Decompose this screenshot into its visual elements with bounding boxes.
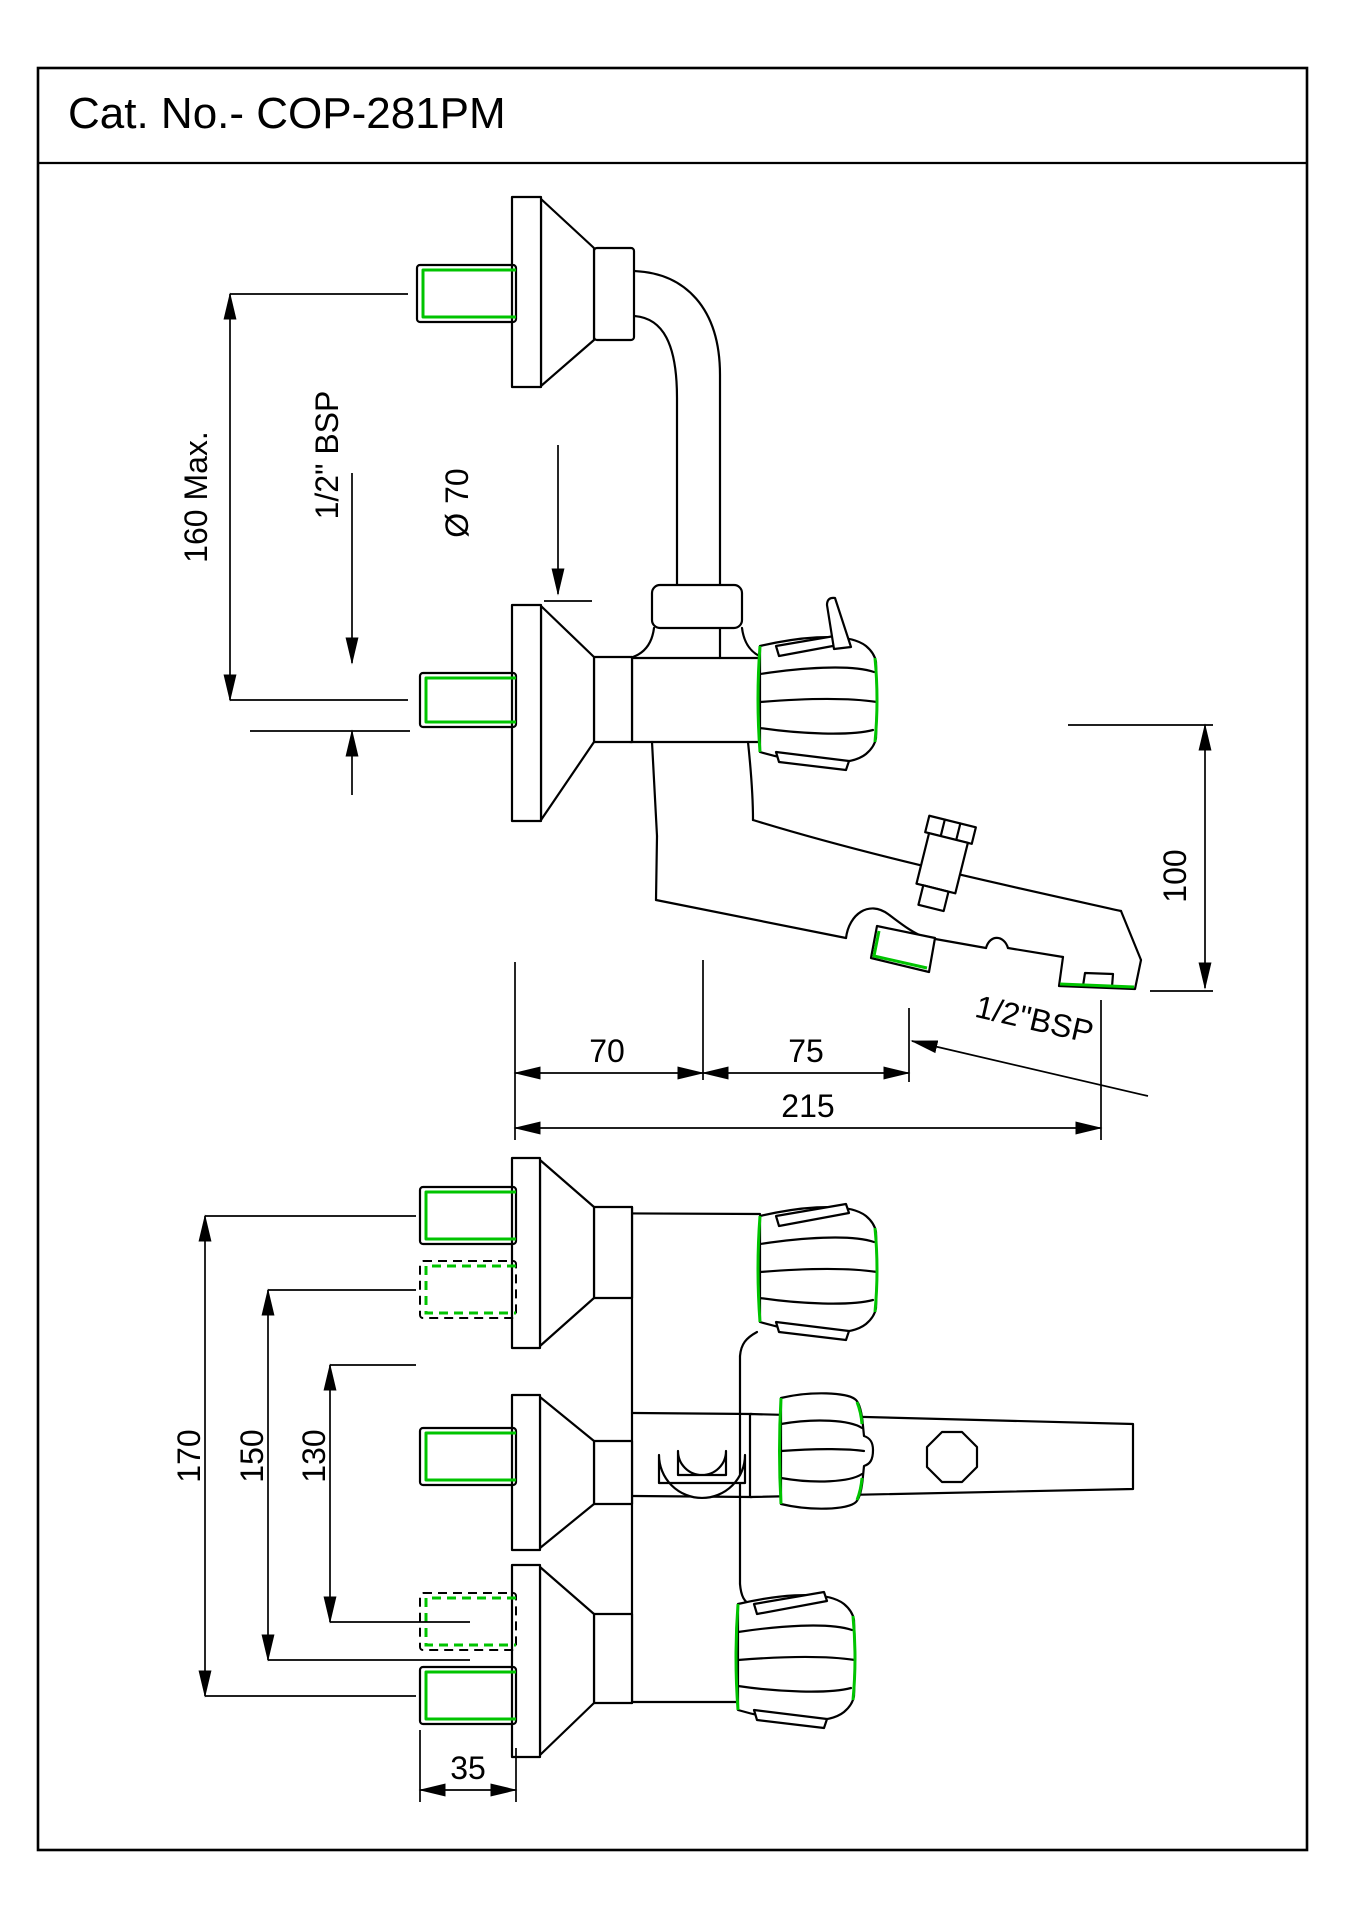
flange-nut-top <box>592 246 636 342</box>
dim-label-bsp-inlet: 1/2" BSP <box>309 391 345 520</box>
stub-m-solid <box>418 1426 518 1487</box>
flange-connector-1 <box>592 1205 634 1300</box>
aerator-octagon <box>925 1430 979 1484</box>
dim-label-160: 160 Max. <box>178 431 214 563</box>
stub-b-green <box>424 1264 516 1315</box>
drawing-title: Cat. No.- COP-281PM <box>68 89 506 138</box>
inlet-stub-low <box>418 671 518 729</box>
dim-label-dia70: Ø 70 <box>439 468 475 537</box>
page-border <box>36 66 1309 1852</box>
spout-nose-outer <box>657 1453 747 1500</box>
handle-knob-top <box>756 1202 879 1342</box>
dim-bsp-shower-leader <box>910 1040 1149 1097</box>
stub-a-green <box>424 1190 516 1241</box>
flange-cone-3 <box>538 1565 596 1757</box>
shower-outlet <box>869 924 937 974</box>
inlet-stub-low-green <box>424 676 516 724</box>
body-curve-upper <box>738 1330 759 1358</box>
dim-label-100: 100 <box>1157 849 1193 902</box>
flange-connector-3 <box>592 1612 634 1705</box>
stub-d-solid <box>418 1665 518 1726</box>
shower-hook-bump <box>844 907 926 940</box>
flange-cone-low <box>539 604 596 822</box>
dim-label-150: 150 <box>234 1429 270 1482</box>
dim-label-130: 130 <box>296 1429 332 1482</box>
neck-left <box>650 740 659 838</box>
dim-label-170: 170 <box>171 1429 207 1482</box>
dim-label-bsp-shower: 1/2"BSP <box>972 988 1097 1050</box>
spout-tip-block <box>1057 955 1143 991</box>
stub-b-hidden <box>419 1260 517 1319</box>
inlet-stub-top <box>415 263 518 324</box>
diverter-lever <box>825 596 853 651</box>
elbow-pipe-outer <box>632 269 722 660</box>
stub-m-green <box>424 1431 516 1482</box>
neck-right <box>746 740 755 822</box>
collar-fillet-left <box>628 626 656 660</box>
shower-outlet-green <box>872 930 928 970</box>
spout-tip-face <box>1119 909 1143 962</box>
spout-bottom-3 <box>1006 946 1065 959</box>
dim-label-215: 215 <box>781 1088 834 1124</box>
handle-knob-bottom <box>734 1590 857 1730</box>
front-view: 170 150 130 35 <box>171 1156 1135 1802</box>
wall-plate-1 <box>510 1156 542 1350</box>
dim-label-35: 35 <box>450 1750 486 1786</box>
side-view: 160 Max. 1/2" BSP Ø 70 100 70 75 215 1/2… <box>178 195 1213 1140</box>
handle-knob-side <box>756 632 879 772</box>
diverter-knob <box>778 1392 875 1510</box>
spout-tip-step <box>1081 971 1115 989</box>
spout-left-face <box>654 834 659 902</box>
spout-tip-outlet-green <box>1059 982 1135 989</box>
spout-nose-inner <box>676 1449 728 1477</box>
hand-shower-connector <box>915 814 977 913</box>
spout-arch <box>984 936 1010 950</box>
flange-cone-1 <box>538 1158 596 1348</box>
spout-bottom-1 <box>654 898 848 940</box>
dim-label-75: 75 <box>788 1033 824 1069</box>
flange-connector-low <box>592 655 634 744</box>
elbow-pipe-inner <box>632 314 679 587</box>
stub-a-solid <box>418 1185 518 1246</box>
stub-d-green <box>424 1670 516 1721</box>
inlet-stub-top-green <box>421 268 516 319</box>
dim-label-70: 70 <box>589 1033 625 1069</box>
body-mid-top <box>630 1411 754 1416</box>
pipe-collar <box>650 583 744 630</box>
flange-cone-top <box>539 197 596 388</box>
flange-cone-2 <box>538 1395 596 1550</box>
flange-connector-2 <box>592 1439 634 1506</box>
